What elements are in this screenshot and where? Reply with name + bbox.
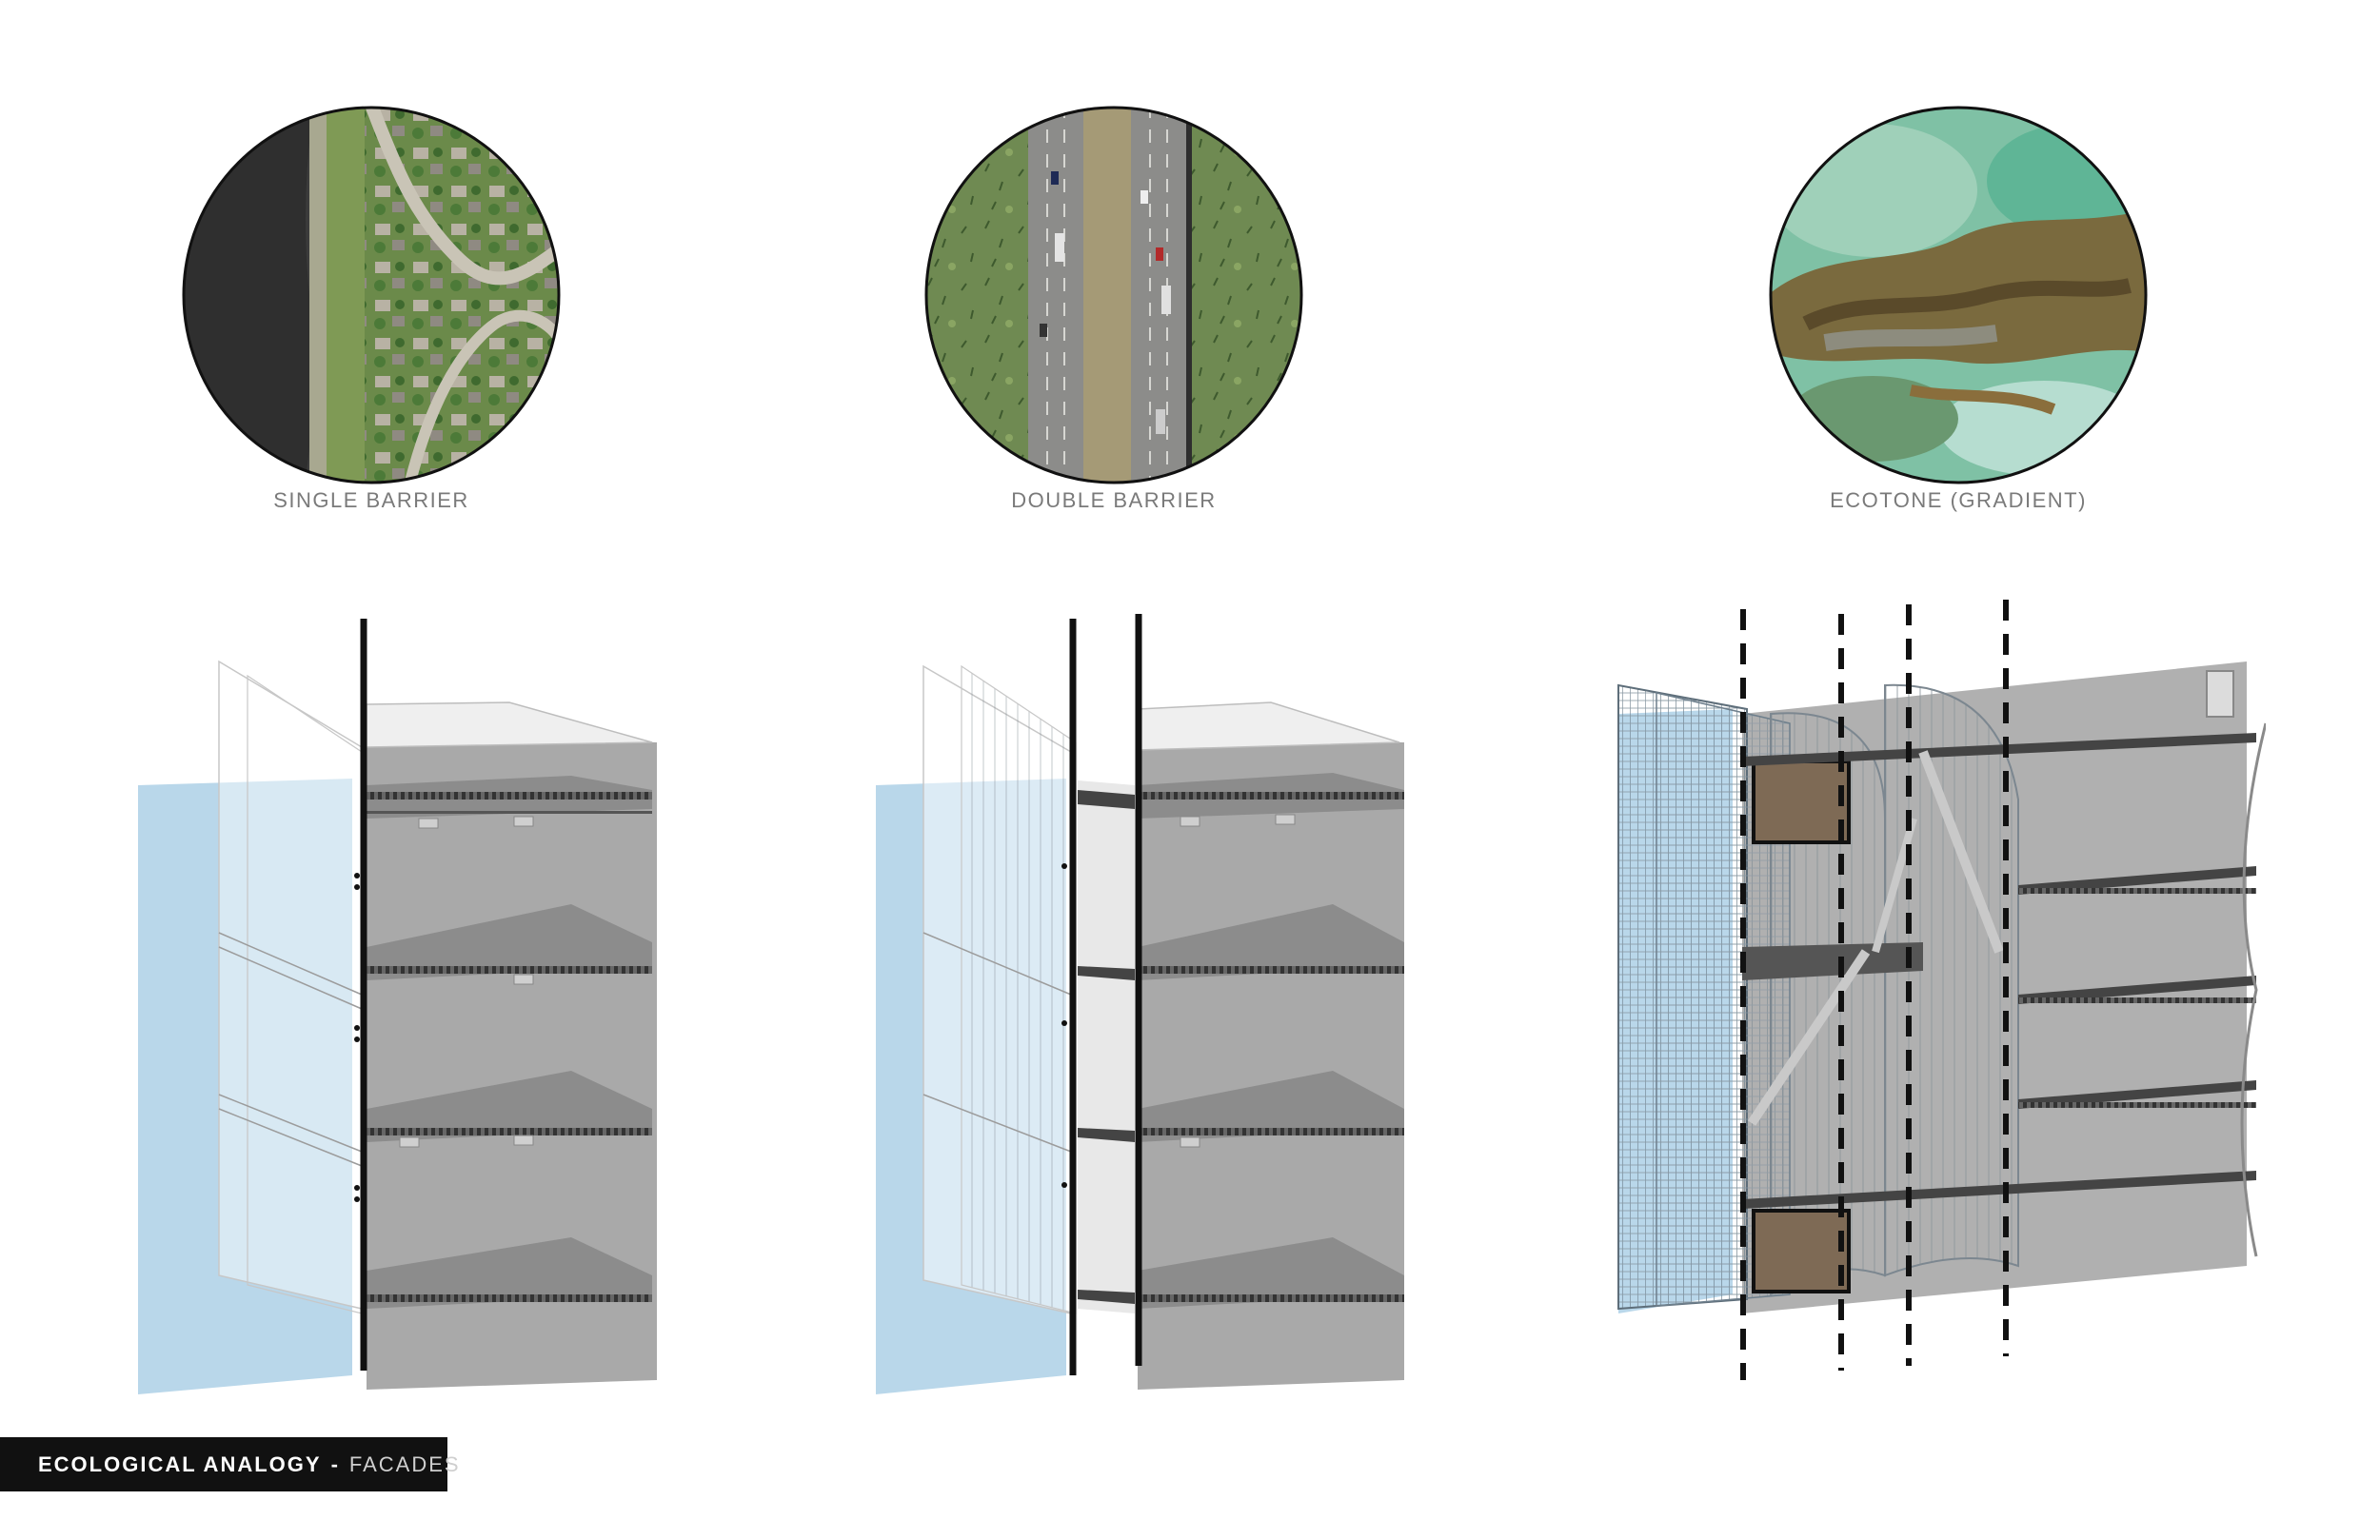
- title-tag-separator: -: [330, 1451, 340, 1476]
- caption-single-barrier: SINGLE BARRIER: [273, 488, 469, 512]
- facade-diagram-double-barrier: [857, 590, 1523, 1399]
- aerial-residential: [181, 105, 562, 485]
- ecotone-gradient-facade-icon: [1617, 600, 2268, 1380]
- residential-edge-aerial-icon: [182, 106, 561, 484]
- caption-double-barrier: DOUBLE BARRIER: [1011, 488, 1217, 512]
- wetland-aerial-icon: [1769, 106, 2148, 484]
- facade-diagram-single-barrier: [114, 590, 781, 1399]
- title-tag: ECOLOGICAL ANALOGY - FACADES: [0, 1437, 459, 1491]
- highway-aerial-icon: [924, 106, 1303, 484]
- single-barrier-facade-icon: [138, 619, 657, 1394]
- double-barrier-facade-icon: [876, 614, 1404, 1394]
- title-tag-subtitle: FACADES: [348, 1451, 461, 1476]
- aerial-wetland: [1768, 105, 2149, 485]
- title-tag-heading: ECOLOGICAL ANALOGY: [38, 1451, 322, 1476]
- aerial-highway: [923, 105, 1304, 485]
- caption-ecotone: ECOTONE (GRADIENT): [1830, 488, 2087, 512]
- facade-diagram-ecotone: [1599, 590, 2268, 1399]
